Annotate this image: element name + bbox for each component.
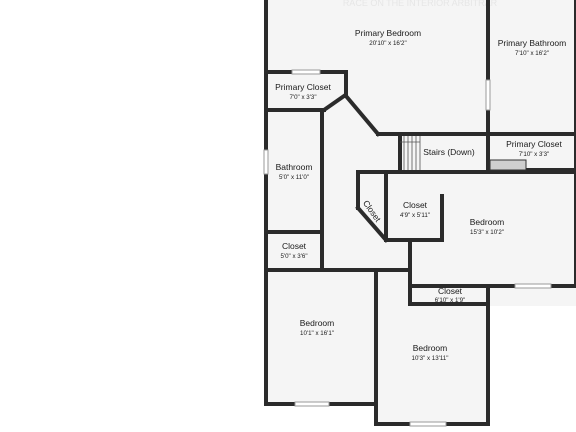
room-name: Closet xyxy=(438,286,463,296)
room-name: Bedroom xyxy=(413,343,448,353)
label-bathroom: Bathroom 5'0" x 11'0" xyxy=(276,162,313,181)
room-dim: 7'10" x 16'2" xyxy=(515,50,549,57)
label-bedroom-right: Bedroom 15'3" x 10'2" xyxy=(470,217,505,236)
label-primary-closet-left: Primary Closet 7'0" x 3'3" xyxy=(275,82,331,101)
room-dim: 15'3" x 10'2" xyxy=(470,229,504,236)
room-name: Closet xyxy=(403,200,428,210)
room-name: Primary Bedroom xyxy=(355,28,421,38)
label-primary-bathroom: Primary Bathroom 7'10" x 16'2" xyxy=(498,38,567,57)
windows xyxy=(263,69,552,427)
room-dim: 10'1" x 16'1" xyxy=(300,330,334,337)
hatched-box xyxy=(489,159,527,171)
room-dim: 5'0" x 11'0" xyxy=(279,174,309,181)
room-dim: 7'0" x 3'3" xyxy=(289,94,316,101)
label-closet-bottom: Closet 6'10" x 1'9" xyxy=(435,286,466,304)
room-dim: 4'9" x 5'11" xyxy=(400,212,430,219)
watermark-text: RACE ON THE INTERIOR ARBITRAR xyxy=(343,0,498,8)
room-name: Primary Closet xyxy=(506,139,562,149)
label-bedroom-bottom-left: Bedroom 10'1" x 16'1" xyxy=(300,318,335,337)
walls xyxy=(264,0,576,426)
room-name: Bedroom xyxy=(470,217,505,227)
label-primary-closet-right: Primary Closet 7'10" x 3'3" xyxy=(506,139,562,158)
room-dim: 10'3" x 13'11" xyxy=(412,355,449,362)
label-bedroom-bottom-center: Bedroom 10'3" x 13'11" xyxy=(412,343,449,362)
room-name: Primary Closet xyxy=(275,82,331,92)
label-closet-left: Closet 5'0" x 3'6" xyxy=(280,241,307,260)
room-name: Bedroom xyxy=(300,318,335,328)
room-name: Closet xyxy=(282,241,307,251)
room-name: Stairs (Down) xyxy=(423,147,475,157)
room-dim: 20'10" x 16'2" xyxy=(369,40,406,47)
room-dim: 6'10" x 1'9" xyxy=(435,297,466,304)
label-stairs: Stairs (Down) xyxy=(423,147,475,157)
room-name: Bathroom xyxy=(276,162,313,172)
room-dim: 5'0" x 3'6" xyxy=(280,253,307,260)
room-dim: 7'10" x 3'3" xyxy=(519,151,550,158)
label-primary-bedroom: Primary Bedroom 20'10" x 16'2" xyxy=(355,28,421,47)
room-name: Primary Bathroom xyxy=(498,38,567,48)
stairs-treads xyxy=(400,136,421,170)
label-closet-center: Closet 4'9" x 5'11" xyxy=(400,200,430,219)
